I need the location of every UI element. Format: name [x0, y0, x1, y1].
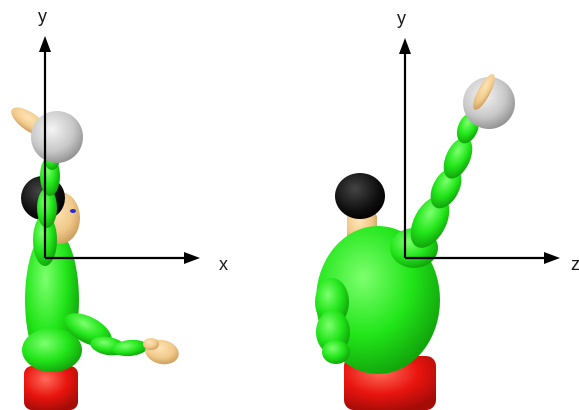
left-ball [31, 111, 83, 163]
left-x-arrowhead [184, 252, 200, 264]
left-axes [43, 48, 188, 260]
right-axes [403, 50, 548, 260]
left-y-axis-label: y [38, 6, 47, 26]
right-hand [473, 74, 495, 110]
right-raised-arm [410, 112, 480, 248]
left-x-axis-label: x [219, 254, 228, 274]
right-ball [463, 77, 515, 129]
right-y-arrowhead [399, 38, 411, 54]
left-lower-arm [64, 313, 179, 365]
right-side-arm [315, 278, 350, 364]
right-z-arrowhead [544, 252, 560, 264]
left-view [11, 107, 179, 410]
right-y-axis-label: y [397, 8, 406, 28]
left-y-arrowhead [39, 36, 51, 52]
left-pants [24, 366, 78, 410]
left-eye [70, 209, 76, 213]
left-hip [22, 328, 82, 372]
right-z-axis-label: z [571, 254, 579, 274]
right-hair [335, 173, 385, 219]
right-view [315, 74, 515, 410]
